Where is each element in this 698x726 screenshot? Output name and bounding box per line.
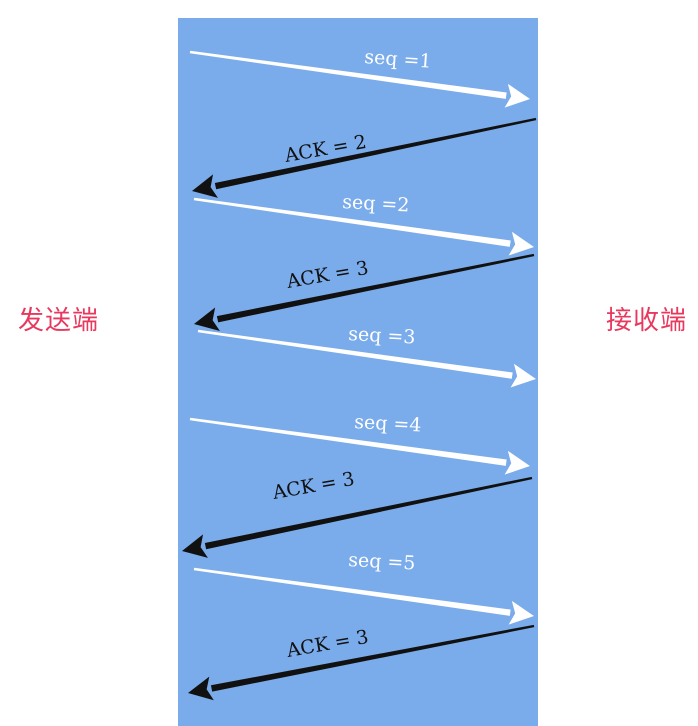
arrow-shaft xyxy=(210,624,535,692)
arrow-shaft xyxy=(193,197,511,247)
arrow-head xyxy=(508,600,534,625)
seq-label: seq =3 xyxy=(348,323,416,348)
ack-arrow-4: ACK = 3 xyxy=(194,253,535,331)
data-arrow-5: seq =3 xyxy=(197,323,536,388)
seq-label: seq =2 xyxy=(342,191,410,216)
arrow-shaft xyxy=(189,417,507,466)
data-arrow-8: seq =5 xyxy=(193,549,534,625)
arrow-head xyxy=(188,676,214,701)
arrow-shaft xyxy=(197,329,513,379)
arrow-head xyxy=(504,450,530,475)
arrow-shaft xyxy=(214,117,537,190)
data-arrow-3: seq =2 xyxy=(193,191,534,256)
arrow-head xyxy=(510,363,536,388)
data-arrow-1: seq =1 xyxy=(189,46,530,108)
sender-label: 发送端 xyxy=(18,306,100,336)
seq-label: seq =5 xyxy=(348,549,416,574)
seq-label: seq =1 xyxy=(364,46,433,73)
arrow-head xyxy=(504,83,530,108)
arrow-shaft xyxy=(216,253,535,323)
arrow-head xyxy=(192,174,218,198)
arrow-shaft xyxy=(204,476,533,550)
arrow-shaft xyxy=(189,50,507,99)
arrow-head xyxy=(508,231,534,256)
arrow-head xyxy=(194,307,220,331)
arrow-shaft xyxy=(193,567,511,616)
data-arrow-6: seq =4 xyxy=(189,411,530,475)
seq-label: seq =4 xyxy=(354,411,422,436)
receiver-label: 接收端 xyxy=(606,306,688,336)
arrow-head xyxy=(182,534,208,558)
